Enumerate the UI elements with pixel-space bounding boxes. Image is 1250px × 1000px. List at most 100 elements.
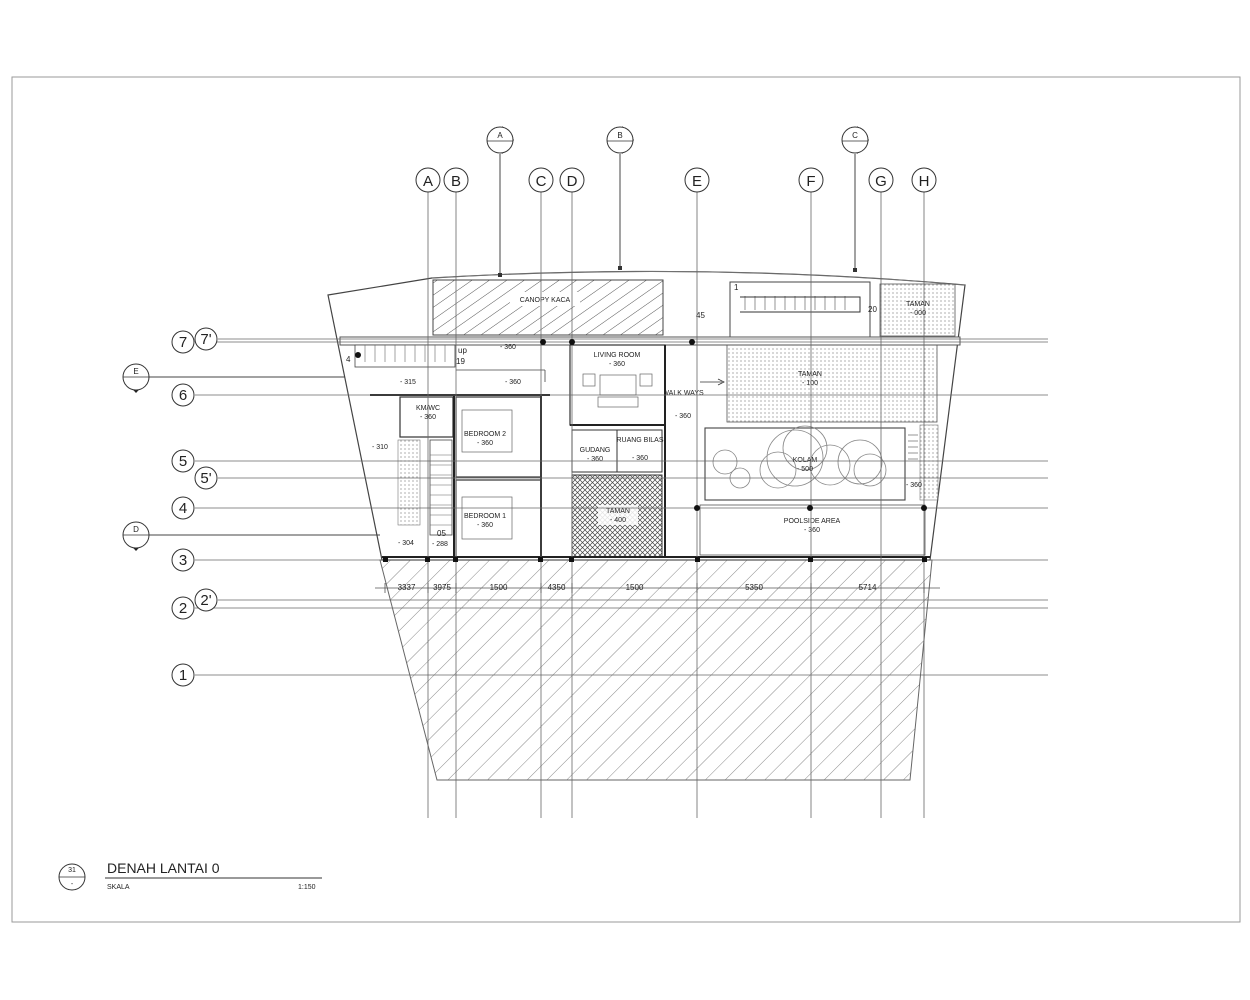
section-bubble-C xyxy=(841,126,869,154)
corridor-top xyxy=(339,336,961,346)
section-label-D: D xyxy=(133,525,139,534)
section-label-E: E xyxy=(133,367,138,376)
drawing-title: DENAH LANTAI 0 xyxy=(107,860,220,876)
sw-corner-level: - 304 xyxy=(398,540,414,547)
grid-label-col-D: D xyxy=(567,173,578,190)
stair-mark-20: 20 xyxy=(868,305,877,314)
grid-label-row-0: 7 xyxy=(179,334,187,351)
dimension-label-6: 5714 xyxy=(859,583,877,592)
grid-label-col-G: G xyxy=(875,173,887,190)
sheet-border xyxy=(11,76,1241,923)
taman-corner-label: TAMAN xyxy=(906,301,930,308)
poolside-area xyxy=(699,504,926,556)
stair-mark-up: up xyxy=(458,346,467,355)
living-room-level: - 360 xyxy=(609,361,625,368)
grid-bubble-row-2 xyxy=(171,383,195,407)
living-room xyxy=(569,344,666,426)
taman-corner-area xyxy=(879,283,956,337)
grid-label-row-1: 7' xyxy=(200,331,211,348)
ground-hatch-area xyxy=(379,559,933,781)
grid-bubble-row-8 xyxy=(171,596,195,620)
canopy-area xyxy=(432,279,664,336)
corridor-mid-level: - 360 xyxy=(505,379,521,386)
scale-value: 1:150 xyxy=(298,884,316,891)
grid-bubble-col-A xyxy=(415,167,441,193)
grid-label-row-9: 1 xyxy=(179,667,187,684)
grid-bubble-col-D xyxy=(559,167,585,193)
grid-bubble-row-3 xyxy=(171,449,195,473)
stair-upper-right xyxy=(729,281,871,338)
stair-mark-19: 19 xyxy=(456,357,465,366)
building-outer-line xyxy=(431,271,966,286)
kolam-area xyxy=(704,427,906,501)
grid-bubbles: A B C D E F G H 7 7' 6 5 5' 4 3 2' 2 1 xyxy=(171,167,937,687)
grid-bubble-row-5 xyxy=(171,496,195,520)
living-room-label: LIVING ROOM xyxy=(594,352,641,359)
taman-upper-level: - 100 xyxy=(802,380,818,387)
stair-mark-1: 1 xyxy=(734,283,739,292)
kolam-level: - 500 xyxy=(797,466,813,473)
bedroom-1 xyxy=(455,479,542,558)
stair-mark-45: 45 xyxy=(696,311,705,320)
stair-mark-05: 05 xyxy=(437,529,446,538)
taman-lower-level: - 400 xyxy=(610,517,626,524)
section-bubble-B xyxy=(606,126,634,154)
grid-bubble-row-1 xyxy=(194,327,218,351)
ruang-bilas-room xyxy=(616,429,663,473)
gudang-label: GUDANG xyxy=(580,447,611,454)
grid-bubble-col-B xyxy=(443,167,469,193)
grid-label-col-H: H xyxy=(919,173,930,190)
sheet-number: 31 xyxy=(68,867,76,874)
grid-label-row-2: 6 xyxy=(179,387,187,404)
kolam-circles xyxy=(712,425,887,489)
grid-label-row-3: 5 xyxy=(179,453,187,470)
taman-upper-label: TAMAN xyxy=(798,371,822,378)
grid-label-col-C: C xyxy=(536,173,547,190)
kamar-mandi xyxy=(399,396,454,438)
section-bubble-A xyxy=(486,126,514,154)
grid-label-col-E: E xyxy=(692,173,702,190)
corridor-top-level: - 360 xyxy=(500,344,516,351)
dimension-label-1: 3975 xyxy=(433,583,451,592)
taman-east-strip xyxy=(919,424,939,501)
section-label-A: A xyxy=(497,131,503,140)
sheet-sub: - xyxy=(71,881,74,888)
taman-corner-level: - 000 xyxy=(910,310,926,317)
stair-mark-4: 4 xyxy=(346,355,351,364)
grid-label-row-5: 4 xyxy=(179,500,187,517)
grid-label-row-4: 5' xyxy=(200,470,211,487)
bedroom-1-label: BEDROOM 1 xyxy=(464,513,506,520)
grid-label-col-F: F xyxy=(806,173,815,190)
dimension-label-5: 5350 xyxy=(745,583,763,592)
ruang-bilas-level: - 360 xyxy=(632,455,648,462)
walkways-level: - 360 xyxy=(675,413,691,420)
west-taman-strip xyxy=(397,439,421,526)
section-label-C: C xyxy=(852,131,858,140)
bedroom-2-level: - 360 xyxy=(477,440,493,447)
poolside-label: POOLSIDE AREA xyxy=(784,518,841,525)
gudang-room xyxy=(571,429,618,473)
grid-bubble-row-7 xyxy=(194,588,218,612)
ruang-bilas-label-1: RUANG BILAS xyxy=(616,437,663,444)
grid-label-row-8: 2 xyxy=(179,600,187,617)
grid-label-row-6: 3 xyxy=(179,552,187,569)
structural-grid-lines xyxy=(195,192,1048,818)
walkways-label: WALK WAYS xyxy=(662,390,704,397)
taman-lower-label: TAMAN xyxy=(606,508,630,515)
grid-label-col-B: B xyxy=(451,173,461,190)
scale-label: SKALA xyxy=(107,884,130,891)
grid-bubble-row-4 xyxy=(194,466,218,490)
grid-label-col-A: A xyxy=(423,173,433,190)
stair-bottom-level: - 288 xyxy=(432,541,448,548)
dimension-label-4: 1500 xyxy=(626,583,644,592)
section-label-B: B xyxy=(617,131,622,140)
stair-west xyxy=(429,439,453,536)
gudang-level: - 360 xyxy=(587,456,603,463)
dimension-label-2: 1500 xyxy=(490,583,508,592)
pool-east-level: - 360 xyxy=(906,482,922,489)
grid-label-row-7: 2' xyxy=(200,592,211,609)
canopy-label: CANOPY KACA xyxy=(520,297,571,304)
dimension-label-0: 3337 xyxy=(398,583,416,592)
